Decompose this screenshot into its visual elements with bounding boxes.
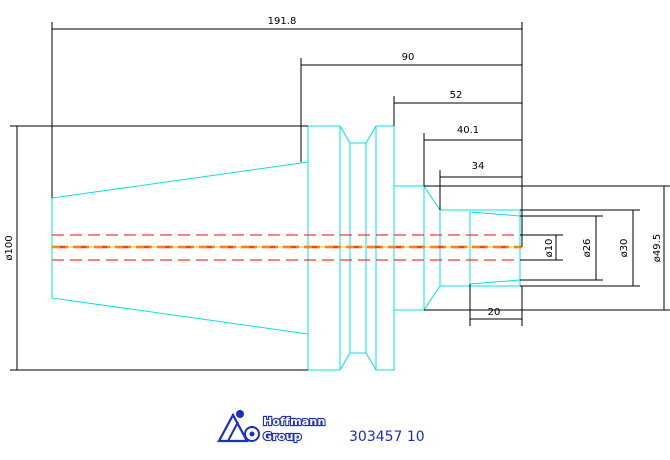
dimension-dia-26: ø26	[520, 215, 603, 281]
dimension-40-1: 40.1	[423, 125, 522, 186]
nose-top	[394, 185, 520, 211]
flange-bottom	[308, 352, 394, 371]
dim-label-40-1: 40.1	[457, 125, 479, 136]
part-number: 303457 10	[349, 429, 425, 445]
dim-label-dia-100: ø100	[4, 235, 15, 260]
dim-label-34: 34	[472, 161, 485, 172]
logo-text-group: Group	[263, 430, 302, 443]
dim-label-191-8: 191.8	[268, 16, 297, 27]
centerlines	[52, 234, 522, 261]
dimension-52: 52	[393, 90, 522, 126]
dim-label-52: 52	[450, 90, 463, 101]
dim-label-dia-10: ø10	[544, 239, 555, 258]
bore	[469, 211, 521, 285]
dim-label-20: 20	[488, 307, 501, 318]
dimension-34: 34	[439, 161, 522, 210]
dimension-dia-100: ø100	[4, 125, 308, 371]
dimension-20: 20	[469, 284, 523, 326]
dim-label-dia-49-5: ø49.5	[652, 234, 663, 262]
dimension-90: 90	[300, 52, 522, 162]
dim-label-dia-26: ø26	[582, 239, 593, 258]
dimension-dia-30: ø30	[520, 209, 640, 287]
dimension-dia-49-5: ø49.5	[424, 185, 670, 311]
nose-bottom	[394, 285, 520, 311]
dimension-191-8: 191.8	[51, 16, 523, 247]
dim-label-dia-30: ø30	[619, 239, 630, 258]
dimension-dia-10: ø10	[520, 234, 563, 261]
dim-label-90: 90	[402, 52, 415, 63]
company-logo: Hoffmann Group	[217, 410, 326, 444]
flange-top	[308, 125, 394, 144]
logo-emblem-icon	[217, 410, 260, 443]
logo-text-hoffmann: Hoffmann	[263, 415, 325, 428]
